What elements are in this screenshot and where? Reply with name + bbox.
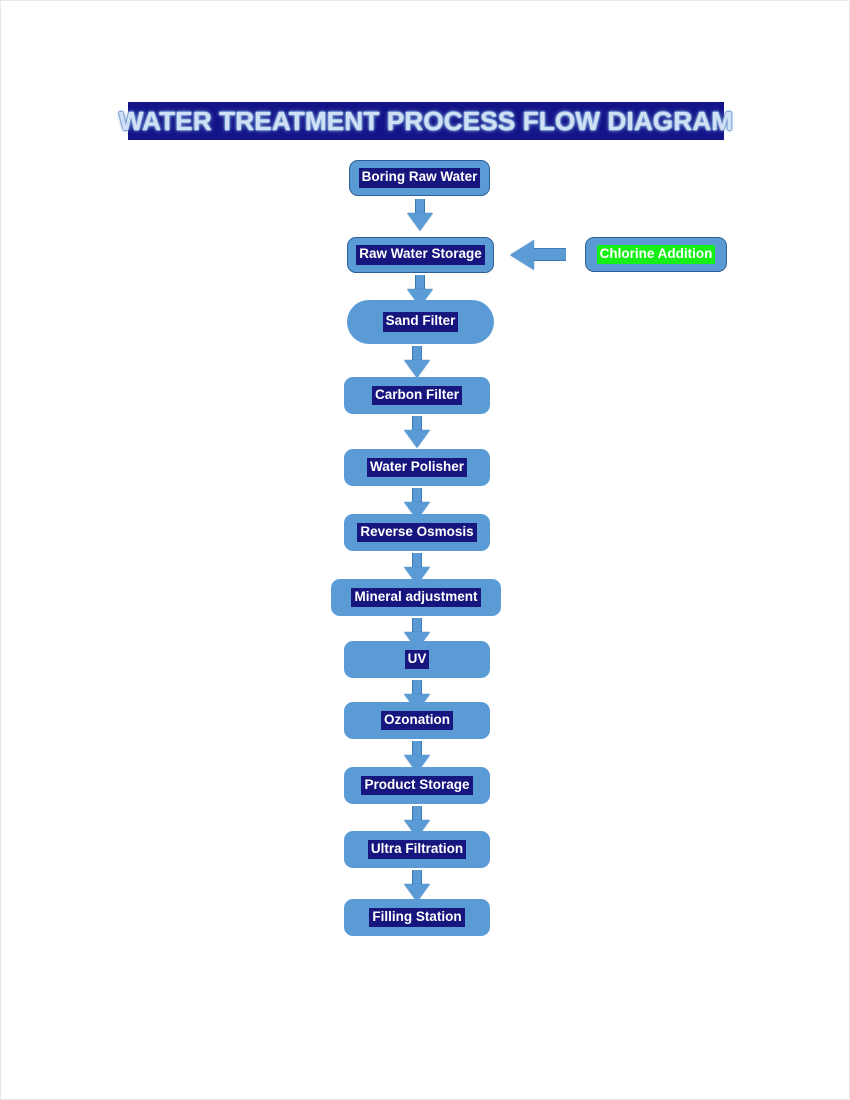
arrow-shaft — [412, 741, 422, 757]
arrow-head — [404, 884, 430, 902]
node-label: Boring Raw Water — [358, 168, 481, 188]
arrow-shaft — [412, 346, 422, 362]
arrow-shaft — [412, 553, 422, 569]
node-filling-station[interactable]: Filling Station — [344, 899, 490, 936]
node-chlorine-addition[interactable]: Chlorine Addition — [585, 237, 727, 272]
node-water-polisher[interactable]: Water Polisher — [344, 449, 490, 486]
node-label: Sand Filter — [382, 312, 459, 332]
node-label: Water Polisher — [366, 457, 468, 478]
node-label: Product Storage — [361, 775, 473, 796]
arrow-shaft — [533, 248, 566, 261]
arrow-chlorine-addition-to-raw-water-storage — [510, 240, 566, 270]
arrow-shaft — [412, 488, 422, 504]
node-label: Ozonation — [381, 710, 453, 731]
node-carbon-filter[interactable]: Carbon Filter — [344, 377, 490, 414]
node-ultra-filtration[interactable]: Ultra Filtration — [344, 831, 490, 868]
arrow-shaft — [412, 870, 422, 886]
arrow-head — [510, 240, 534, 270]
node-raw-water-storage[interactable]: Raw Water Storage — [347, 237, 494, 273]
arrow-shaft — [412, 680, 422, 696]
node-label: Mineral adjustment — [351, 587, 481, 608]
arrow-head — [404, 360, 430, 378]
node-label: Carbon Filter — [371, 385, 462, 406]
node-label: Ultra Filtration — [367, 839, 467, 860]
node-reverse-osmosis[interactable]: Reverse Osmosis — [344, 514, 490, 551]
node-mineral-adjustment[interactable]: Mineral adjustment — [331, 579, 501, 616]
node-label: UV — [404, 649, 430, 670]
node-ozonation[interactable]: Ozonation — [344, 702, 490, 739]
arrow-shaft — [415, 199, 425, 215]
node-label: Raw Water Storage — [356, 245, 485, 265]
node-boring-raw-water[interactable]: Boring Raw Water — [349, 160, 490, 196]
arrow-head — [407, 213, 433, 231]
node-label: Reverse Osmosis — [357, 522, 477, 543]
node-sand-filter[interactable]: Sand Filter — [347, 300, 494, 344]
arrow-shaft — [412, 416, 422, 432]
node-label: Filling Station — [369, 907, 465, 928]
arrow-sand-filter-to-carbon-filter — [404, 346, 430, 378]
diagram-title-banner: WATER TREATMENT PROCESS FLOW DIAGRAM — [119, 102, 733, 140]
arrow-shaft — [412, 618, 422, 634]
node-uv[interactable]: UV — [344, 641, 490, 678]
page-title: WATER TREATMENT PROCESS FLOW DIAGRAM — [118, 105, 734, 136]
arrow-boring-raw-water-to-raw-water-storage — [407, 199, 433, 231]
node-product-storage[interactable]: Product Storage — [344, 767, 490, 804]
arrow-carbon-filter-to-water-polisher — [404, 416, 430, 448]
arrow-head — [404, 430, 430, 448]
node-label: Chlorine Addition — [596, 244, 716, 265]
arrow-ultra-filtration-to-filling-station — [404, 870, 430, 902]
arrow-shaft — [415, 275, 425, 291]
arrow-shaft — [412, 806, 422, 822]
